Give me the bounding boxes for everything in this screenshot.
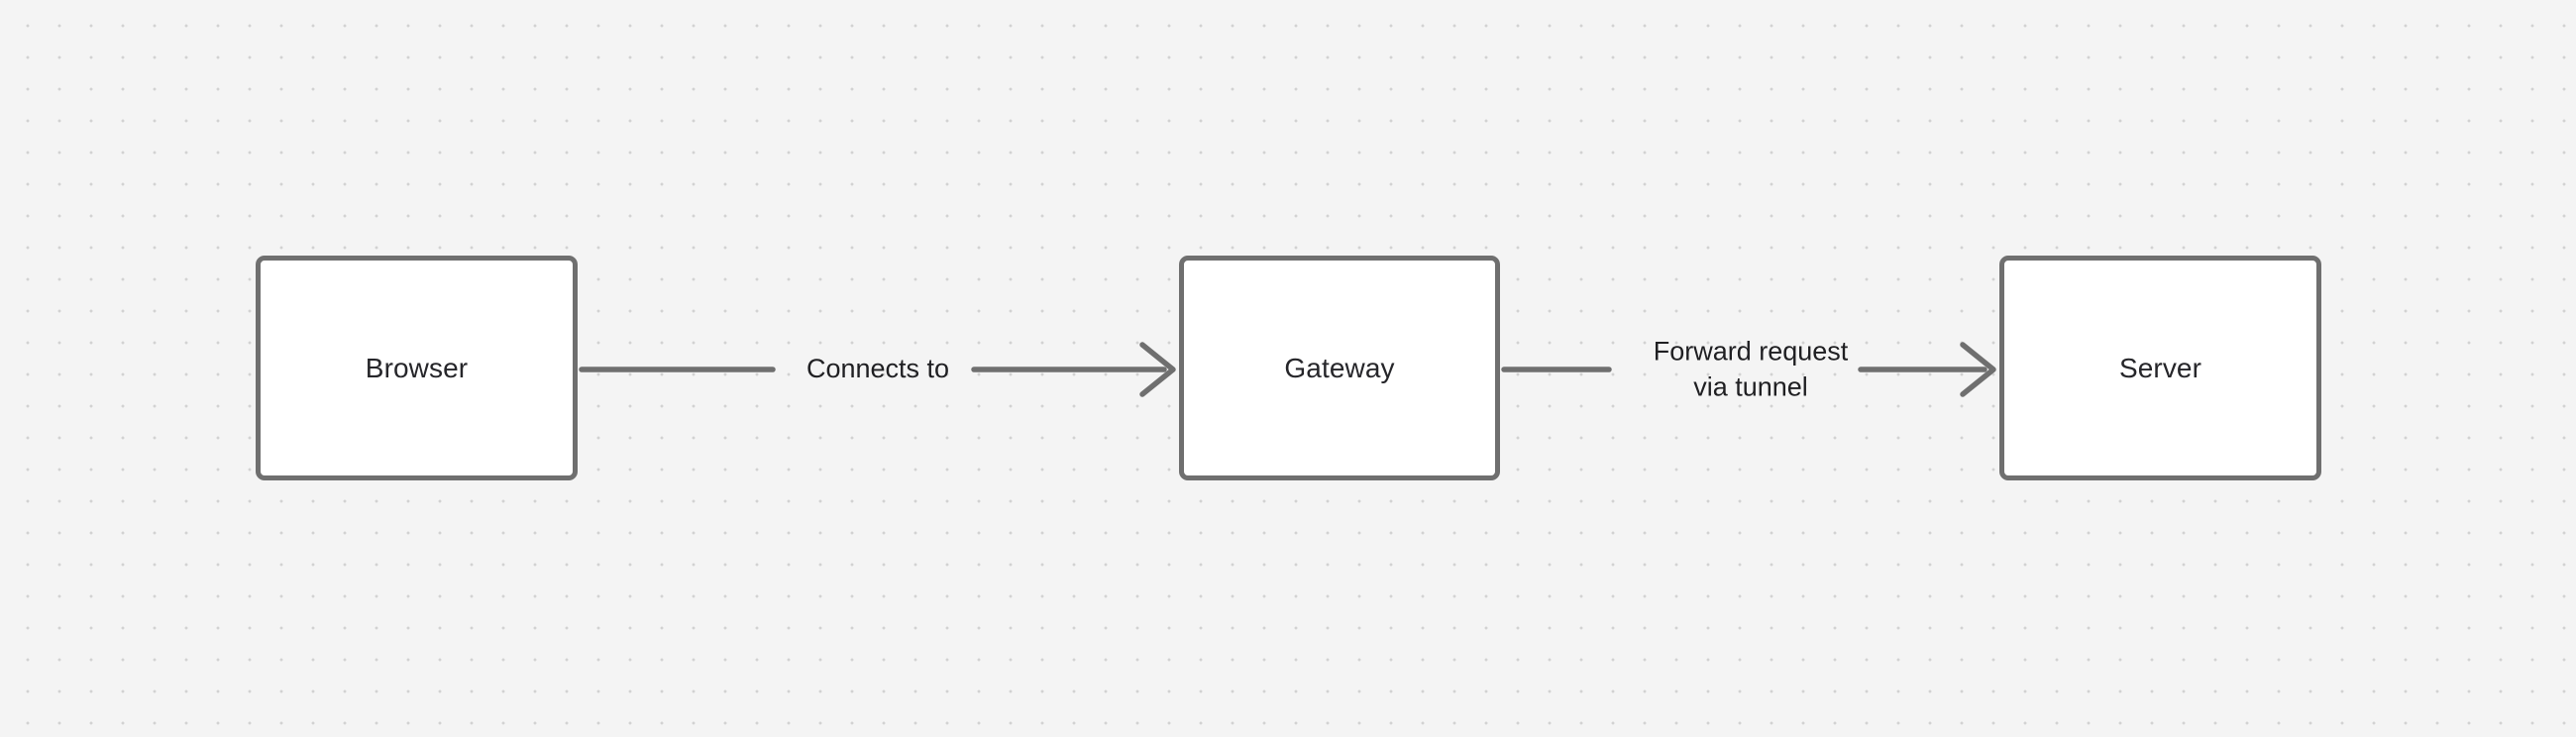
node-server[interactable]: Server	[1999, 256, 2321, 480]
arrowhead-icon	[1960, 342, 1996, 397]
edge-label-gateway-to-server: Forward request via tunnel	[1654, 334, 1849, 404]
node-gateway[interactable]: Gateway	[1179, 256, 1500, 480]
edge-label-line: Connects to	[805, 354, 950, 384]
edge-label-line: Forward request	[1653, 336, 1849, 367]
edge-label-browser-to-gateway: Connects to	[806, 352, 949, 387]
node-label-browser: Browser	[365, 352, 469, 383]
arrowhead-icon	[1139, 342, 1176, 397]
edge-gateway-to-server[interactable]	[1500, 310, 1999, 429]
node-label-server: Server	[2118, 352, 2202, 383]
node-browser[interactable]: Browser	[256, 256, 578, 480]
edge-browser-to-gateway[interactable]	[578, 310, 1179, 429]
edge-label-line: via tunnel	[1693, 371, 1808, 401]
node-label-gateway: Gateway	[1284, 352, 1395, 383]
